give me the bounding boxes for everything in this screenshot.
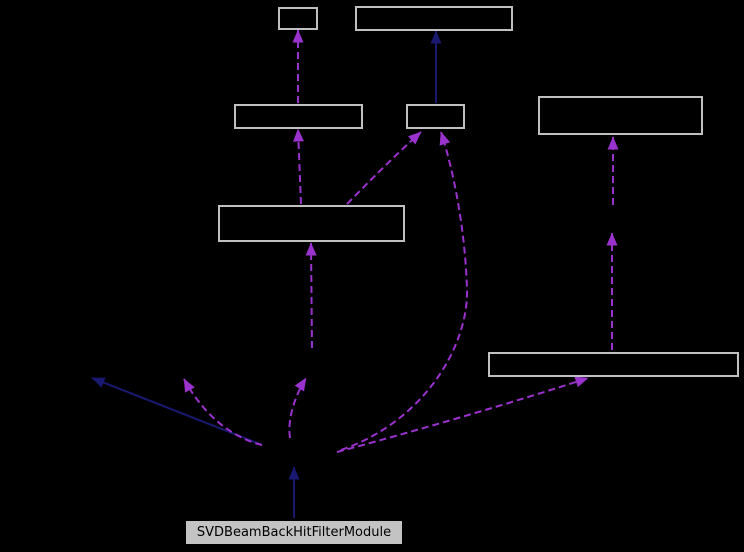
class-node-mid-small[interactable]	[406, 104, 465, 129]
main-class-label: SVDBeamBackHitFilterModule	[196, 525, 392, 540]
usage-edge-to-centerbox	[305, 242, 317, 349]
usage-edge-center-to-midleft	[293, 128, 304, 205]
inheritance-edge-base-to-grandbase	[91, 377, 261, 445]
class-node-center[interactable]	[218, 205, 405, 242]
class-node-top-wide[interactable]	[355, 6, 513, 31]
usage-edge-hub-to-midsmall	[340, 131, 469, 451]
main-class-node: SVDBeamBackHitFilterModule	[185, 520, 403, 545]
usage-edge-center-to-midsmall	[346, 131, 422, 205]
class-node-mid-left[interactable]	[234, 104, 363, 129]
usage-edge-hub-to-lowerright	[336, 376, 589, 453]
class-node-right[interactable]	[538, 96, 703, 135]
class-node-lower-right[interactable]	[488, 352, 739, 377]
class-node-top-small[interactable]	[278, 7, 318, 30]
usage-edge-hub-up	[288, 377, 307, 439]
usage-edge-hub-upleft	[183, 378, 263, 446]
